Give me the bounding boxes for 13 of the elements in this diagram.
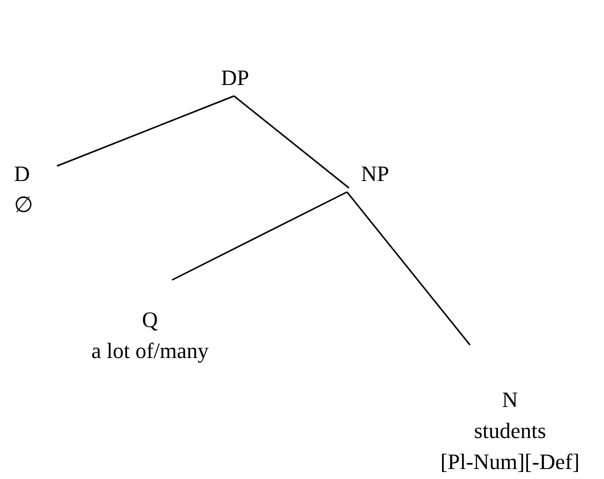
tree-branch-line bbox=[234, 95, 350, 189]
category-label: D bbox=[14, 160, 31, 188]
node-text: students bbox=[472, 417, 548, 445]
category-label: DP bbox=[220, 64, 250, 92]
category-label: NP bbox=[360, 160, 390, 188]
tree-branch-line bbox=[172, 191, 348, 281]
node-text: [Pl-Num][-Def] bbox=[439, 448, 581, 476]
tree-branch-line bbox=[56, 95, 234, 167]
category-label: N bbox=[501, 386, 519, 414]
node-text: ∅ bbox=[14, 191, 34, 219]
node-text: a lot of/many bbox=[90, 337, 210, 365]
category-label: Q bbox=[141, 306, 159, 334]
tree-branch-line bbox=[346, 192, 471, 346]
